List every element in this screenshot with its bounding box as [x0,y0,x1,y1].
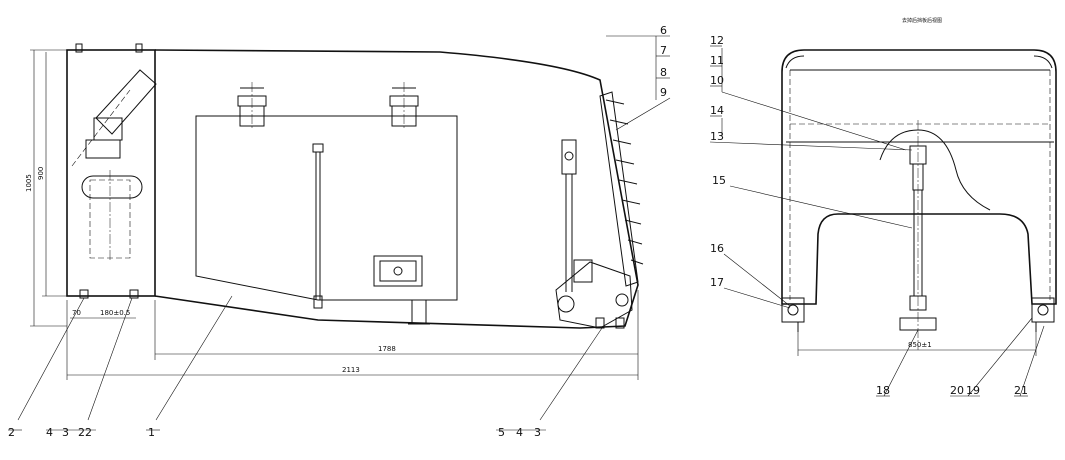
rear-shell-outline [781,49,1057,305]
label-part-7: 7 [660,44,667,57]
label-part-8: 8 [660,66,667,79]
dim-small-180: 180±0.5 [100,309,130,317]
dim-inner-height: 900 [37,167,45,180]
top-bracket-left [237,82,267,130]
label-part-17: 17 [710,276,724,289]
label-part-3a: 3 [62,426,69,439]
label-part-10: 10 [710,74,724,87]
label-part-14: 14 [710,104,724,117]
label-part-4a: 4 [46,426,53,439]
label-part-4b: 4 [516,426,523,439]
dim-length-2113: 2113 [342,366,360,374]
inner-panel [195,115,458,301]
side-view: 1005 900 70 180±0.5 1788 2113 6 7 8 9 2 … [8,24,671,439]
label-part-12: 12 [710,34,724,47]
view-title: 去掉后挡板后视图 [902,17,942,24]
label-part-11: 11 [710,54,724,67]
dim-small-70: 70 [72,309,81,317]
hump-curve [879,129,991,211]
dim-overall-height: 1005 [25,174,33,192]
rear-door-hinge [555,91,644,329]
filler-cap [373,255,423,287]
dim-width-850: 850±1 [908,341,932,349]
label-part-6: 6 [660,24,667,37]
label-part-22: 22 [78,426,92,439]
level-gauge [312,143,324,309]
rear-view: 去掉后挡板后视图 [709,17,1057,397]
label-part-21: 21 [1014,384,1028,397]
leader-lines [8,35,671,431]
label-part-19: 19 [966,384,980,397]
label-part-15: 15 [712,174,726,187]
label-part-9: 9 [660,86,667,99]
left-foot [781,297,805,332]
rear-leader-lines [709,45,1045,397]
top-bracket-right [389,82,419,130]
label-part-18: 18 [876,384,890,397]
dim-length-1788: 1788 [378,345,396,353]
front-box [66,49,156,297]
label-part-16: 16 [710,242,724,255]
drain-valve [408,299,430,325]
label-part-5: 5 [498,426,505,439]
front-box-details [71,43,157,299]
label-part-3b: 3 [534,426,541,439]
label-part-2: 2 [8,426,15,439]
right-foot [1031,297,1055,332]
dimension-lines [30,49,639,380]
label-part-13: 13 [710,130,724,143]
label-part-1: 1 [148,426,155,439]
label-part-20: 20 [950,384,964,397]
